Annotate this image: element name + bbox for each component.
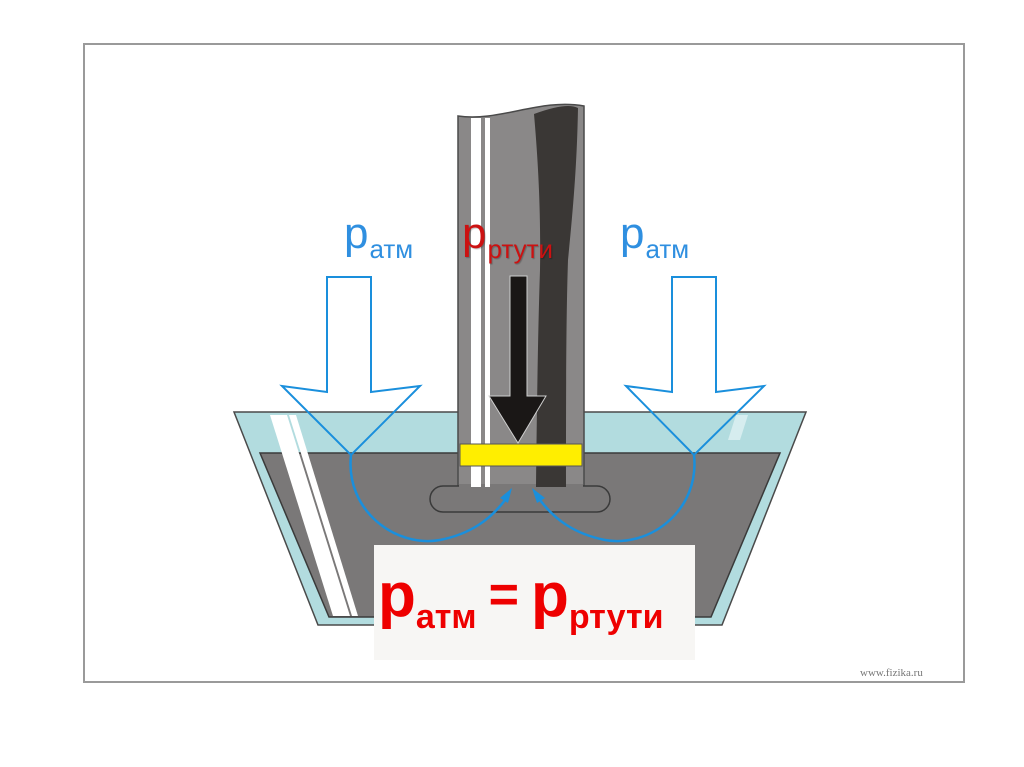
curve-arrowhead-right xyxy=(532,488,545,503)
label-subscript: атм xyxy=(645,234,690,264)
formula-left-subscript: атм xyxy=(415,598,477,636)
atm-pressure-arrow-right xyxy=(623,276,767,457)
label-symbol: p xyxy=(344,209,369,258)
label-p-mercury: pртути xyxy=(462,209,553,263)
label-symbol: p xyxy=(620,209,645,258)
tube-opening xyxy=(429,485,611,513)
pressure-transmission-curve-right xyxy=(539,454,696,543)
glass-highlight xyxy=(289,415,358,616)
atm-pressure-arrow-left xyxy=(279,276,423,457)
label-symbol: p xyxy=(462,209,487,258)
label-p-atm-right: pатм xyxy=(620,209,689,263)
watermark: www.fizika.ru xyxy=(860,667,923,679)
mercury-pressure-arrow xyxy=(488,275,547,444)
formula-equals: = xyxy=(488,566,519,624)
pressure-transmission-curve-left xyxy=(349,454,506,543)
formula-right-symbol: p xyxy=(530,561,569,630)
glass-highlight xyxy=(270,415,350,616)
label-subscript: атм xyxy=(369,234,414,264)
label-p-atm-left: pатм xyxy=(344,209,413,263)
formula-left-symbol: p xyxy=(378,561,416,630)
marker-band xyxy=(459,443,583,467)
label-subscript: ртути xyxy=(487,234,554,264)
formula-right-subscript: ртути xyxy=(568,598,664,636)
curve-arrowhead-left xyxy=(500,488,512,503)
formula-box xyxy=(374,545,695,660)
glass-highlight xyxy=(728,415,748,440)
formula: pатм=pртути xyxy=(378,565,664,635)
